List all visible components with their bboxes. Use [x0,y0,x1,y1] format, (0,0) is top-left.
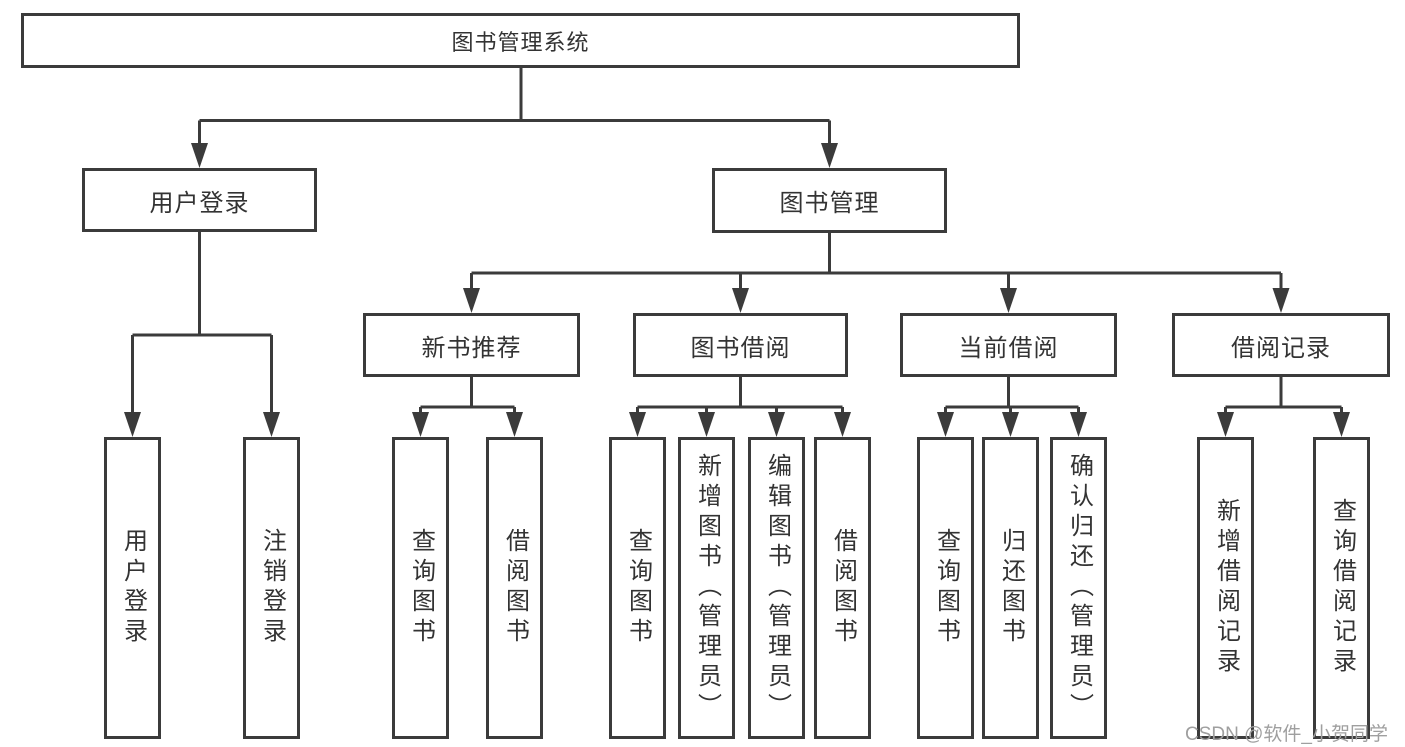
leaf-borrow-books: 借阅图书 [814,437,871,739]
node-label: 借阅记录 [1231,334,1331,362]
node-current-borrow: 当前借阅 [900,313,1117,377]
leaf-add-borrow-record: 新增借阅记录 [1197,437,1254,739]
leaf-query-borrow-record: 查询借阅记录 [1313,437,1370,739]
node-label: 归还图书 [997,528,1025,648]
node-label: 当前借阅 [958,334,1059,362]
node-new-book-recommend: 新书推荐 [363,313,580,377]
node-label: 图书管理系统 [451,29,590,55]
leaf-query-books-current: 查询图书 [917,437,974,739]
leaf-user-login: 用户登录 [104,437,161,739]
node-label: 图书借阅 [690,334,791,362]
node-label: 注销登录 [258,528,286,648]
arrowheads [124,143,1350,437]
node-label: 用户登录 [119,528,147,648]
node-label: 借阅图书 [829,528,857,648]
node-label: 查询图书 [624,528,652,648]
leaf-borrow-books-recommend: 借阅图书 [486,437,543,739]
node-label: 用户登录 [149,189,250,217]
leaf-add-books-admin: 新增图书（管理员） [678,437,735,739]
node-label: 查询图书 [932,528,960,648]
leaf-confirm-return-admin: 确认归还（管理员） [1050,437,1107,739]
leaf-edit-books-admin: 编辑图书（管理员） [748,437,805,739]
node-borrow-records: 借阅记录 [1172,313,1390,377]
node-label: 新增借阅记录 [1212,498,1240,678]
node-user-login: 用户登录 [82,168,317,232]
node-label: 新书推荐 [421,334,522,362]
node-book-borrow: 图书借阅 [633,313,848,377]
node-book-management: 图书管理 [712,168,947,233]
node-label: 查询图书 [407,528,435,648]
node-library-management-system: 图书管理系统 [21,13,1020,68]
node-label: 确认归还（管理员） [1065,453,1093,723]
node-label: 新增图书（管理员） [693,453,721,723]
node-label: 查询借阅记录 [1328,498,1356,678]
node-label: 借阅图书 [501,528,529,648]
leaf-logout: 注销登录 [243,437,300,739]
leaf-return-books: 归还图书 [982,437,1039,739]
csdn-watermark: CSDN @软件_小贺同学 [1185,724,1388,745]
node-label: 编辑图书（管理员） [763,453,791,723]
leaf-query-books-recommend: 查询图书 [392,437,449,739]
node-label: 图书管理 [779,190,880,217]
leaf-query-books-borrow: 查询图书 [609,437,666,739]
